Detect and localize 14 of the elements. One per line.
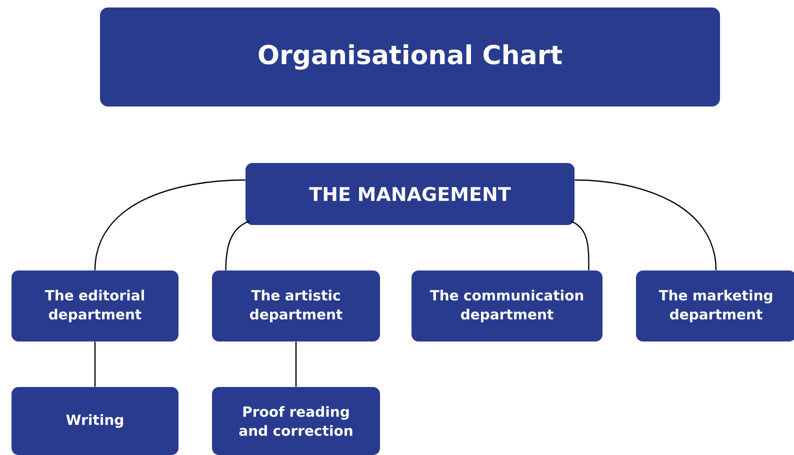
org-box: THE MANAGEMENT <box>246 163 574 225</box>
org-box: The marketing department <box>636 270 794 342</box>
org-box: The editorial department <box>12 270 178 342</box>
connector-line <box>94 179 246 270</box>
org-box: The artistic department <box>212 270 380 342</box>
org-box: Writing <box>12 387 178 455</box>
connector-line <box>574 179 717 270</box>
connector-line <box>295 342 297 387</box>
connector-line <box>94 342 96 387</box>
title-box: Organisational Chart <box>100 8 720 106</box>
org-box: Proof reading and correction <box>212 387 380 455</box>
org-box: The communication department <box>412 270 602 342</box>
connector-line <box>225 220 250 270</box>
connector-line <box>570 220 590 270</box>
